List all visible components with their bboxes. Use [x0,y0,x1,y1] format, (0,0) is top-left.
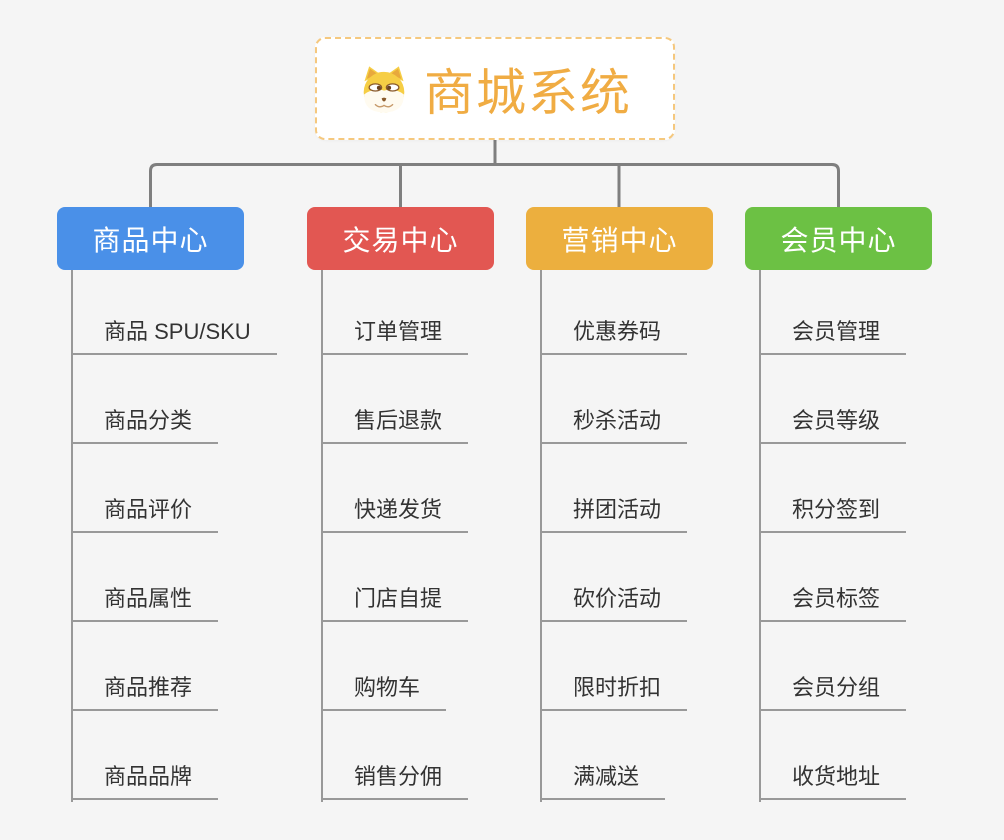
topic-item[interactable]: 满减送 [540,764,666,800]
topic-item[interactable]: 门店自提 [321,586,469,622]
branch-topic-marketing[interactable]: 营销中心 [526,207,713,270]
topic-item[interactable]: 砍价活动 [540,586,688,622]
root-topic[interactable]: 商城系统 [315,37,675,140]
branch-spine-line [71,270,73,802]
topic-item[interactable]: 会员等级 [759,408,907,444]
topic-item[interactable]: 订单管理 [321,319,469,355]
branch-product-center: 商品中心 商品 SPU/SKU 商品分类 商品评价 商品属性 商品推荐 商品品牌 [57,207,307,817]
topic-item[interactable]: 商品评价 [71,497,219,533]
topic-item[interactable]: 商品属性 [71,586,219,622]
topic-item[interactable]: 快递发货 [321,497,469,533]
topic-item[interactable]: 会员管理 [759,319,907,355]
branch-spine-line [540,270,542,802]
topic-item[interactable]: 积分签到 [759,497,907,533]
topic-item[interactable]: 秒杀活动 [540,408,688,444]
topic-item[interactable]: 商品分类 [71,408,219,444]
branch-marketing-center: 营销中心 优惠券码 秒杀活动 拼团活动 砍价活动 限时折扣 满减送 [526,207,776,817]
topic-item[interactable]: 商品 SPU/SKU [71,319,277,355]
topic-item[interactable]: 优惠券码 [540,319,688,355]
branch-trade-center: 交易中心 订单管理 售后退款 快递发货 门店自提 购物车 销售分佣 [307,207,557,817]
topic-item[interactable]: 拼团活动 [540,497,688,533]
branch-spine-line [321,270,323,802]
branch-topic-trade[interactable]: 交易中心 [307,207,494,270]
branch-topic-member[interactable]: 会员中心 [745,207,932,270]
topic-item[interactable]: 售后退款 [321,408,469,444]
topic-item[interactable]: 会员标签 [759,586,907,622]
topic-item[interactable]: 会员分组 [759,675,907,711]
topic-item[interactable]: 收货地址 [759,764,907,800]
branch-spine-line [759,270,761,802]
topic-item[interactable]: 销售分佣 [321,764,469,800]
doge-icon [363,65,405,112]
branch-member-center: 会员中心 会员管理 会员等级 积分签到 会员标签 会员分组 收货地址 [745,207,995,817]
topic-item[interactable]: 限时折扣 [540,675,688,711]
topic-item[interactable]: 购物车 [321,675,447,711]
branch-topic-product[interactable]: 商品中心 [57,207,244,270]
topic-item[interactable]: 商品品牌 [71,764,219,800]
root-topic-title: 商城系统 [424,64,632,121]
topic-item[interactable]: 商品推荐 [71,675,219,711]
